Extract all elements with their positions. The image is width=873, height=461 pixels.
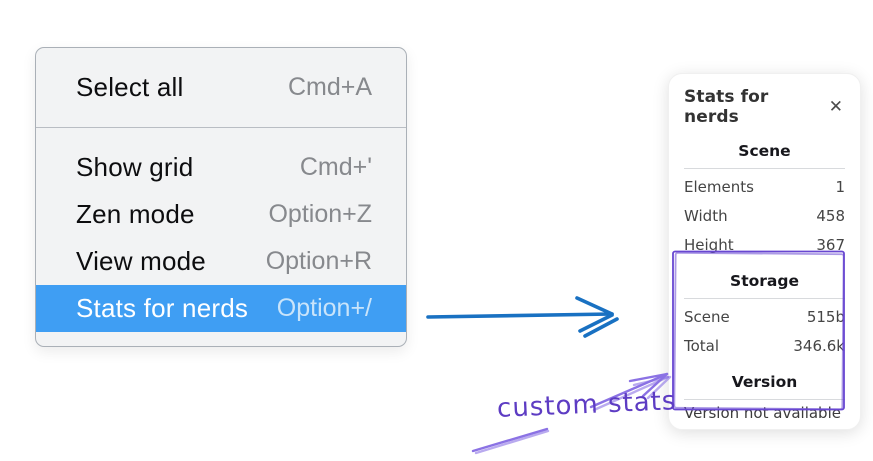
menu-item-shortcut: Option+/ [276, 294, 372, 322]
menu-item-show-grid[interactable]: Show grid Cmd+' [36, 144, 406, 191]
menu-item-label: Select all [76, 72, 184, 102]
menu-item-label: Stats for nerds [76, 293, 249, 323]
stat-label: Total [684, 336, 720, 355]
annotation-label: custom stats [496, 386, 678, 424]
stats-panel-header: Stats for nerds ✕ [684, 87, 845, 127]
menu-item-view-mode[interactable]: View mode Option+R [36, 238, 406, 285]
stat-value: 515b [806, 307, 845, 326]
close-icon[interactable]: ✕ [828, 96, 843, 117]
menu-section-bottom: Show grid Cmd+' Zen mode Option+Z View m… [36, 128, 406, 346]
menu-item-label: Show grid [76, 152, 194, 182]
context-menu: Select all Cmd+A Show grid Cmd+' Zen mod… [35, 47, 407, 347]
stat-label: Scene [684, 307, 730, 326]
stat-row-total-size: Total 346.6k [684, 331, 845, 360]
menu-item-shortcut: Option+R [265, 247, 372, 275]
section-divider [684, 168, 845, 169]
section-heading-version: Version [731, 373, 798, 391]
stats-panel-title: Stats for nerds [684, 87, 769, 127]
stat-label: Height [684, 235, 734, 254]
section-heading-storage: Storage [730, 272, 799, 290]
flow-arrow-icon [426, 296, 619, 338]
stat-row-elements: Elements 1 [684, 172, 845, 201]
menu-item-zen-mode[interactable]: Zen mode Option+Z [36, 191, 406, 238]
section-divider [684, 399, 845, 400]
stat-value: 1 [835, 177, 845, 196]
section-divider [684, 298, 845, 299]
menu-item-select-all[interactable]: Select all Cmd+A [36, 64, 406, 111]
section-heading-scene: Scene [738, 142, 791, 160]
menu-item-shortcut: Option+Z [268, 200, 372, 228]
menu-item-shortcut: Cmd+' [299, 153, 372, 181]
stats-panel: Stats for nerds ✕ Scene Elements 1 Width… [668, 73, 861, 430]
stat-value: 458 [816, 206, 845, 225]
stat-row-scene-size: Scene 515b [684, 302, 845, 331]
version-note: Version not available [684, 404, 841, 422]
menu-item-stats-for-nerds[interactable]: Stats for nerds Option+/ [36, 285, 406, 332]
stat-value: 346.6k [793, 336, 845, 355]
menu-section-top: Select all Cmd+A [36, 48, 406, 127]
menu-item-label: View mode [76, 246, 206, 276]
menu-item-shortcut: Cmd+A [287, 73, 372, 101]
menu-item-label: Zen mode [76, 199, 195, 229]
menu-divider [36, 127, 406, 128]
stat-row-height: Height 367 [684, 230, 845, 259]
stat-label: Width [684, 206, 728, 225]
stat-value: 367 [816, 235, 845, 254]
stat-row-width: Width 458 [684, 201, 845, 230]
stat-label: Elements [684, 177, 754, 196]
